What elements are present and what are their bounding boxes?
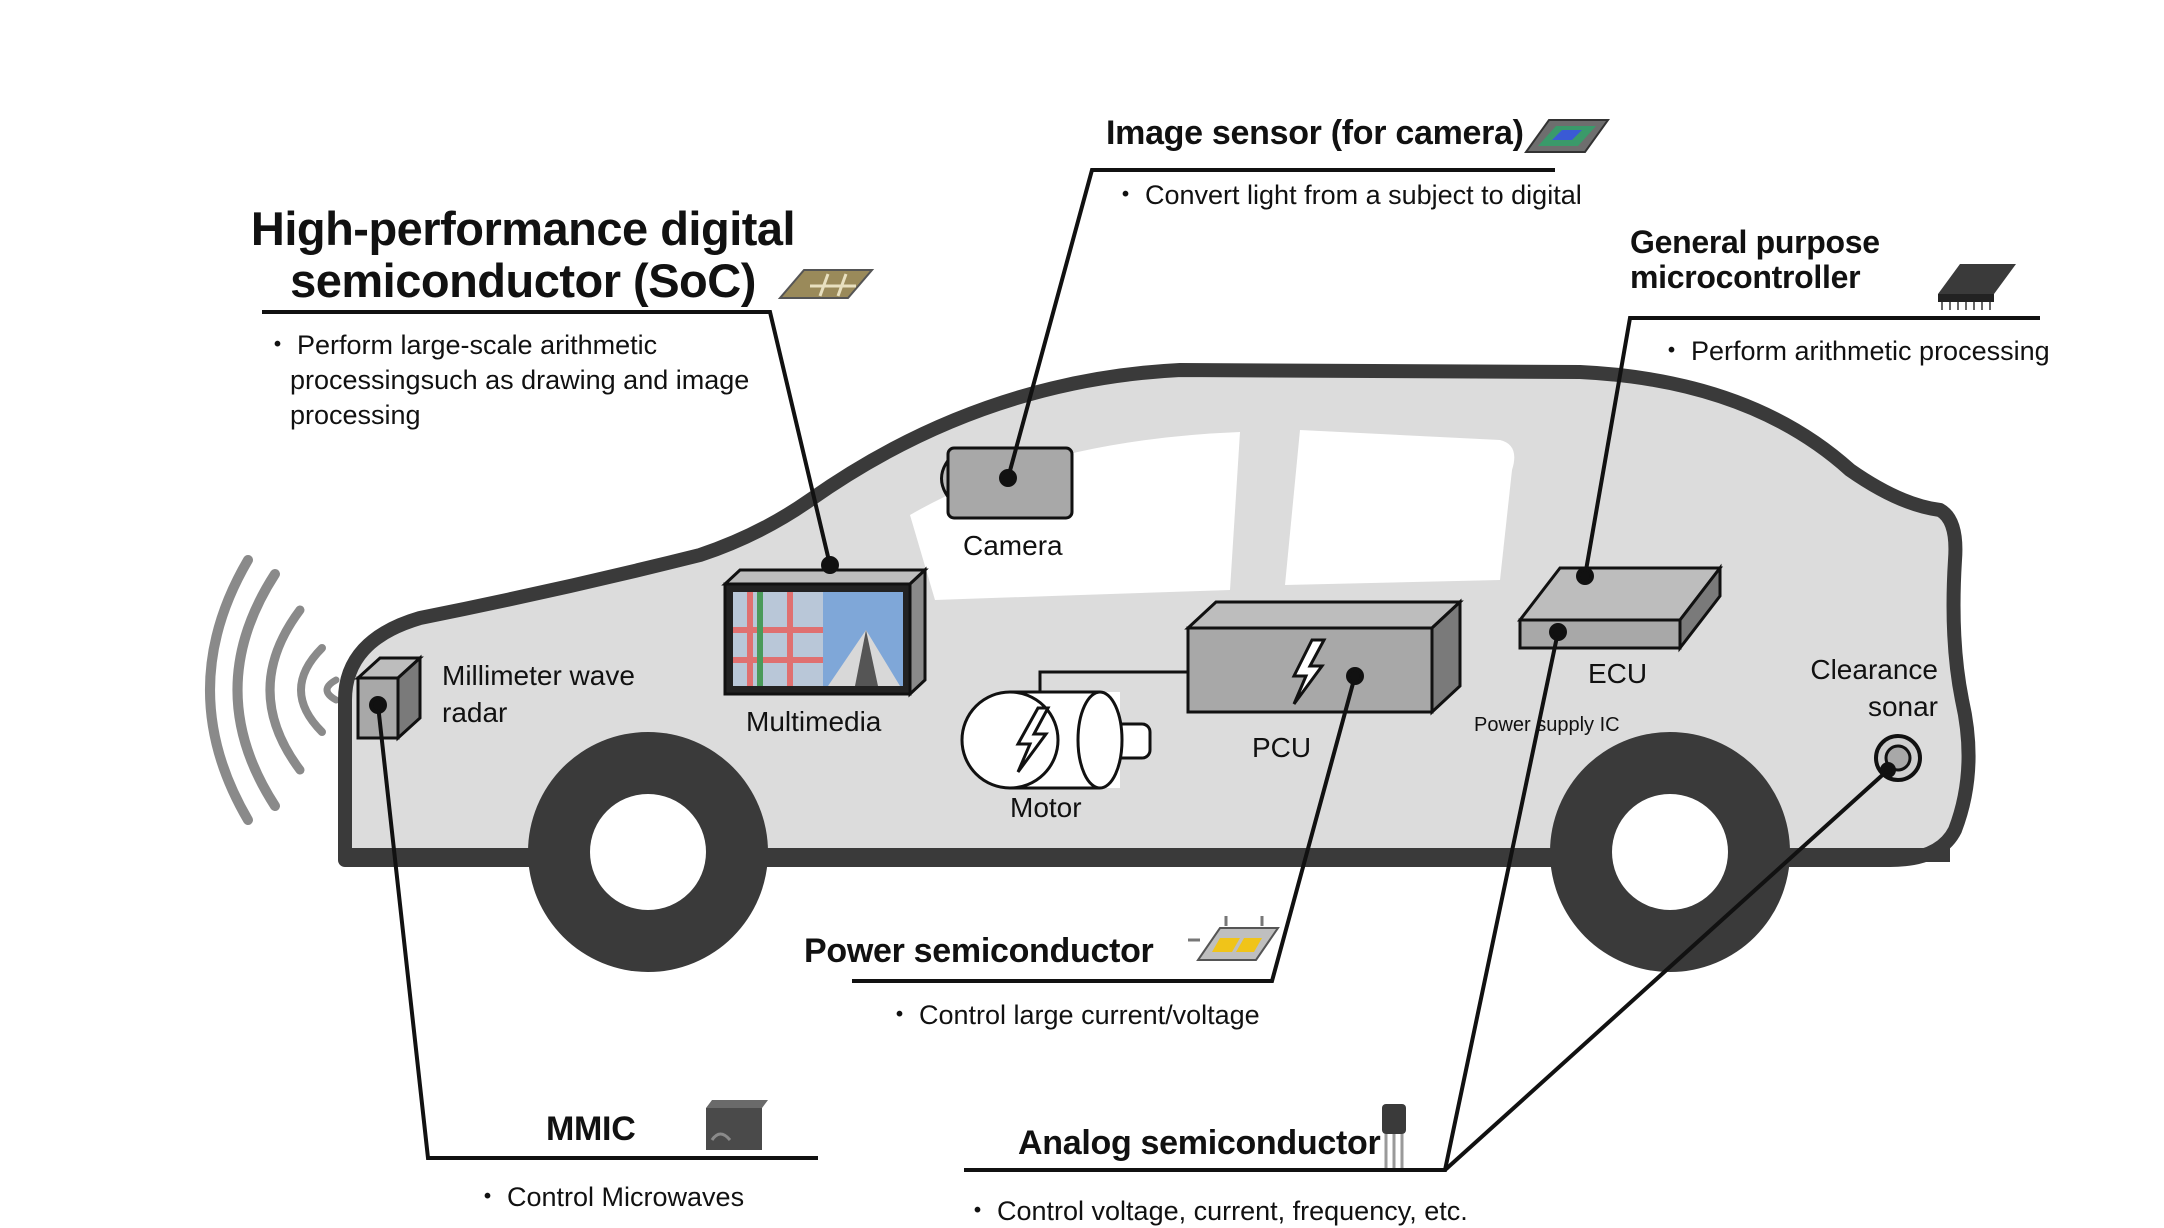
bullet: ・ [1658, 336, 1685, 366]
image-sensor-title: Image sensor (for camera) [1106, 114, 1524, 152]
analog-semi-desc: ・Control voltage, current, frequency, et… [964, 1196, 1468, 1226]
analog-semi-desc-text: Control voltage, current, frequency, etc… [997, 1196, 1468, 1226]
mmic-desc-text: Control Microwaves [507, 1182, 745, 1212]
radar-label-line2: radar [442, 697, 508, 728]
soc-desc-text1: Perform large-scale arithmetic [297, 330, 658, 360]
leader-lines [262, 168, 2040, 1172]
sonar-label-line2: sonar [1867, 691, 1938, 722]
multimedia-device [721, 566, 929, 698]
soc-title-line1: High-performance digital [250, 202, 796, 255]
radar-device [354, 654, 424, 742]
power-semi-title: Power semiconductor [804, 932, 1154, 970]
bullet: ・ [886, 1000, 913, 1030]
radar-waves [205, 555, 340, 825]
power-semi-desc-text: Control large current/voltage [919, 1000, 1260, 1030]
motor-device [960, 670, 1188, 790]
mmic-desc: ・Control Microwaves [474, 1182, 744, 1212]
mmic-title: MMIC [546, 1110, 636, 1148]
analog-semi-title: Analog semiconductor [1018, 1124, 1381, 1162]
soc-desc-line1: ・Perform large-scale arithmetic [264, 330, 657, 360]
soc-title-line2: semiconductor (SoC) [290, 254, 756, 307]
pcu-device [1184, 598, 1464, 716]
gp-mcu-title-line1: General purpose [1630, 224, 1880, 260]
ecu-label: ECU [1588, 658, 1648, 689]
power-semi-desc: ・Control large current/voltage [886, 1000, 1260, 1030]
image-sensor-desc: ・Convert light from a subject to digital [1112, 180, 1582, 210]
mmic-chip-icon [706, 1100, 768, 1150]
gp-mcu-title-line2: microcontroller [1630, 259, 1861, 295]
soc-desc-line2: processingsuch as drawing and image [290, 365, 750, 395]
image-sensor-desc-text: Convert light from a subject to digital [1145, 180, 1582, 210]
microcontroller-chip-icon [1938, 264, 2016, 310]
image-sensor-icon [1524, 119, 1610, 153]
power-ic-label: Power supply IC [1474, 714, 1620, 736]
soc-desc-line3: processing [290, 400, 421, 430]
bullet: ・ [264, 330, 291, 360]
transistor-icon [1382, 1104, 1406, 1168]
radar-label-line1: Millimeter wave [442, 660, 635, 691]
soc-chip-icon [777, 269, 875, 299]
camera-label: Camera [963, 530, 1063, 561]
power-module-icon [1188, 916, 1280, 961]
gp-mcu-desc-text: Perform arithmetic processing [1691, 336, 2050, 366]
pcu-label: PCU [1252, 732, 1312, 763]
bullet: ・ [964, 1196, 991, 1226]
bullet: ・ [474, 1182, 501, 1212]
sonar-label-line1: Clearance [1810, 654, 1938, 685]
bullet: ・ [1112, 180, 1139, 210]
motor-label: Motor [1010, 792, 1082, 823]
gp-mcu-desc: ・Perform arithmetic processing [1658, 336, 2050, 366]
multimedia-label: Multimedia [746, 706, 882, 737]
ecu-device [1516, 563, 1724, 653]
